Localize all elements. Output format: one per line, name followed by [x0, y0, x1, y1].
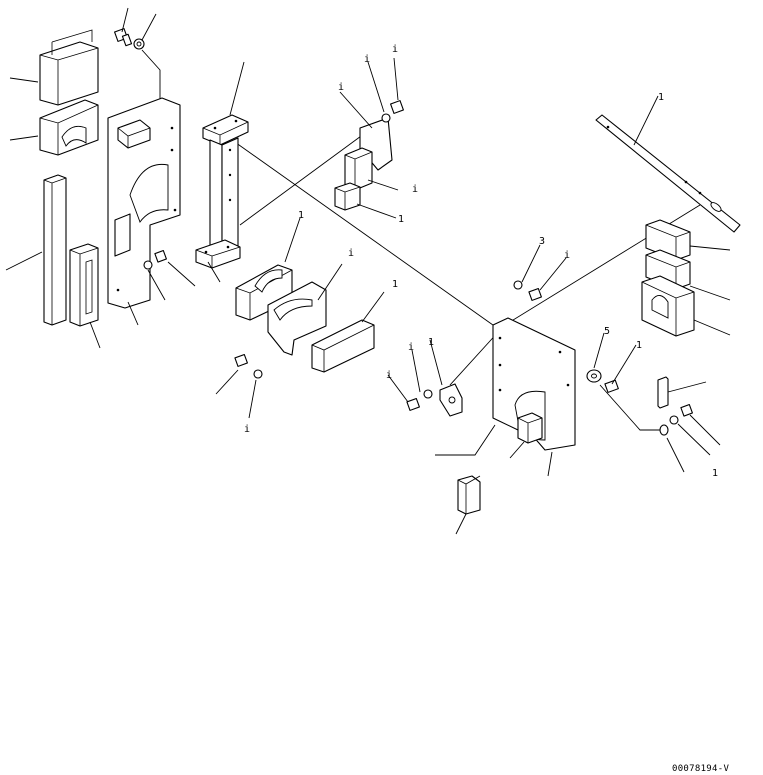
block-right-lower [517, 412, 543, 444]
plate-center [267, 281, 327, 356]
frame-bar-right [595, 114, 741, 233]
callout-label: 1 [428, 337, 434, 348]
callout-label: 1 [636, 340, 642, 351]
bolt-right-left [406, 389, 433, 411]
callout-label: 3 [539, 236, 545, 247]
connecting-lines [141, 49, 701, 456]
pad-center-bar [311, 319, 375, 373]
vertical-post [195, 114, 249, 269]
callout-label: i [564, 250, 570, 261]
callout-label: 1 [658, 92, 664, 103]
callout-label: 1 [392, 279, 398, 290]
clip-right [457, 475, 481, 515]
pad-block-1 [39, 29, 99, 106]
leader-lines [5, 7, 731, 535]
callout-label: 1 [298, 210, 304, 221]
washer-large-right [586, 369, 602, 383]
callout-label: i [386, 370, 392, 381]
bolt-center-lower [234, 353, 263, 379]
bolt-right-top [513, 280, 542, 301]
bolt-right-far [659, 403, 693, 436]
bolt-right-center [604, 379, 619, 393]
callout-label: i [244, 424, 250, 435]
pad-block-2 [39, 99, 99, 156]
callout-label: 1 [712, 468, 718, 479]
pad-strip-long [43, 174, 67, 326]
pad-right-1 [645, 219, 691, 261]
pad-right-3 [641, 275, 695, 337]
callout-label: i [348, 248, 354, 259]
pad-channel [69, 243, 99, 327]
bolt-left-mid [143, 249, 167, 270]
bolt-top-left [114, 28, 133, 47]
plate-left [107, 97, 181, 309]
callout-labels: 1 i i 3 i 5 1 i i i 1 i 1 1 i 1 i 1 [244, 44, 718, 479]
latch-bracket [439, 383, 463, 417]
pad-upper-center-2 [334, 182, 361, 211]
callout-label: i [392, 44, 398, 55]
shim-right [657, 376, 669, 409]
callout-label: 5 [604, 326, 610, 337]
washer-top-left [133, 38, 145, 50]
callout-label: i [412, 184, 418, 195]
callout-label: i [364, 54, 370, 65]
callout-label: i [338, 82, 344, 93]
callout-label: i [408, 342, 414, 353]
drawing-number: 00078194-V [672, 764, 730, 774]
bolt-upper-center [381, 100, 404, 123]
callout-label: 1 [398, 214, 404, 225]
